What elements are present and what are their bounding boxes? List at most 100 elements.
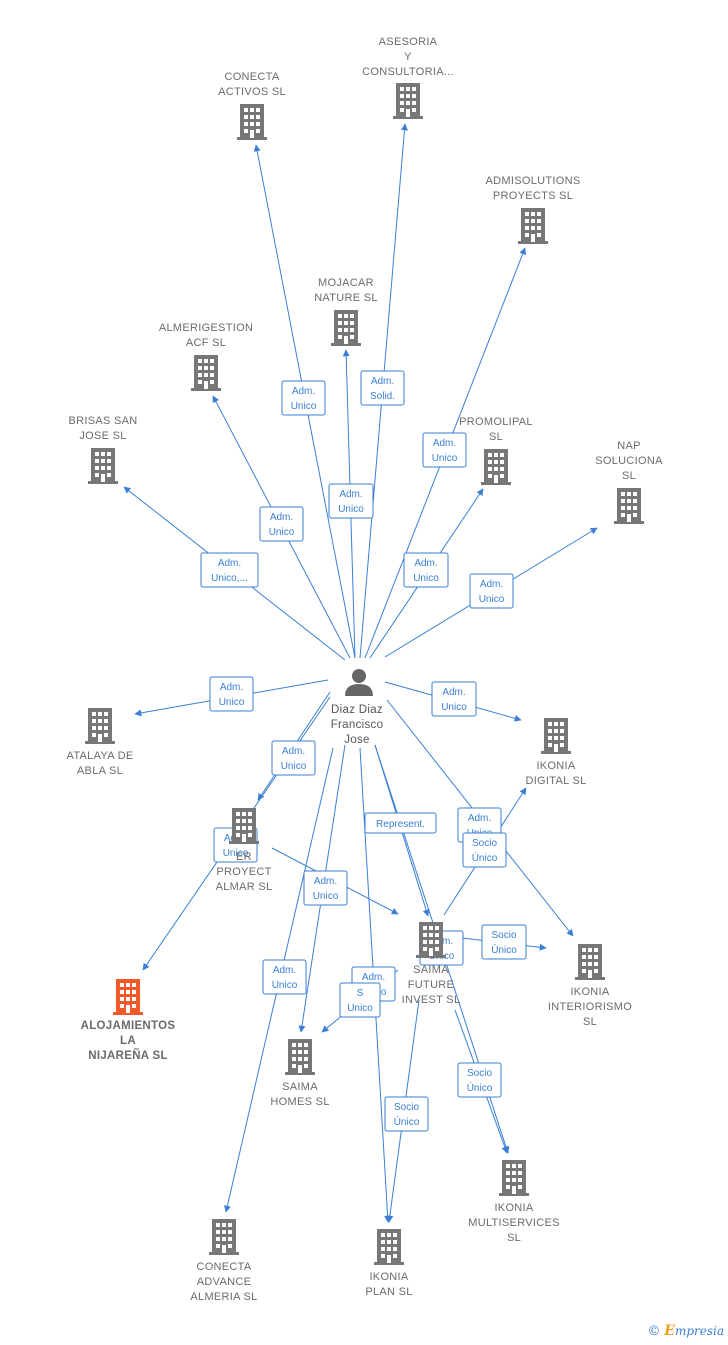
company-label: SAIMA — [282, 1081, 318, 1093]
company-label: PROMOLIPAL — [459, 416, 533, 428]
edge-label-9[interactable]: Adm.Unico — [431, 681, 477, 717]
edge-label-text: Adm. — [362, 972, 385, 983]
edge-label-4[interactable]: Adm.Unico — [259, 506, 304, 542]
building-icon — [85, 708, 115, 744]
company-node-atalaya[interactable]: ATALAYA DE ABLA SL — [67, 708, 134, 777]
empresia-watermark[interactable]: © Empresia — [647, 1323, 724, 1339]
edge-label-17[interactable]: Adm. Unico — [262, 959, 307, 995]
edge-label-11[interactable]: Represent. — [364, 812, 437, 834]
edge-label-text: Solid. — [370, 391, 395, 402]
edge-label-text: Único — [472, 851, 498, 864]
edge-label-box — [259, 506, 304, 542]
person-icon — [352, 669, 366, 683]
edge-label-8[interactable]: Adm.Unico — [209, 676, 254, 712]
company-label: ABLA SL — [77, 765, 123, 777]
edge-label-box — [200, 552, 259, 588]
company-label: ATALAYA DE — [67, 750, 134, 762]
edge-label-3[interactable]: Adm.Unico — [328, 483, 374, 519]
edge-label-text: Adm. — [292, 386, 315, 397]
building-icon — [575, 944, 605, 980]
company-node-asesoria[interactable]: ASESORIAYCONSULTORIA... — [362, 36, 454, 119]
company-label: PROYECT — [216, 866, 271, 878]
edge-label-10[interactable]: Adm.Unico — [271, 740, 316, 776]
building-icon — [237, 104, 267, 140]
edge-label-text: Adm. — [282, 746, 305, 757]
edge-label-text: Unico — [479, 594, 505, 605]
company-label: NATURE SL — [314, 292, 378, 304]
company-label: PROYECTS SL — [493, 190, 573, 202]
person-label: Jose — [344, 734, 370, 746]
company-label: JOSE SL — [79, 430, 126, 442]
company-label: IKONIA — [494, 1202, 533, 1214]
edge-label-5[interactable]: Adm.Unico,... — [200, 552, 259, 588]
company-label: NAP — [617, 440, 641, 452]
edge-label-box — [364, 812, 437, 834]
edge-labels-layer: Adm.UnicoAdm.Solid.Adm.UnicoAdm.UnicoAdm… — [200, 370, 527, 1132]
edge-label-text: Adm. — [270, 512, 293, 523]
edge-label-text: Unico — [313, 891, 339, 902]
edge-label-1[interactable]: Adm. Solid. — [360, 370, 405, 406]
edge-label-box — [481, 924, 527, 960]
building-icon — [285, 1039, 315, 1075]
company-label: ASESORIA — [379, 36, 438, 48]
edge-label-box — [469, 573, 514, 609]
edge-label-text: Único — [394, 1115, 420, 1128]
company-label: ACF SL — [186, 337, 226, 349]
edge-label-text: Unico — [291, 401, 317, 412]
edge-label-text: Adm. — [273, 965, 296, 976]
company-label: LA — [120, 1035, 136, 1047]
edge-label-16[interactable]: Adm. Unico — [303, 870, 348, 906]
company-label: MOJACAR — [318, 277, 374, 289]
company-label: IKONIA — [536, 760, 575, 772]
company-label: ADVANCE — [197, 1276, 251, 1288]
person-label: Francisco — [331, 719, 384, 731]
edge-label-text: Unico — [413, 573, 439, 584]
edge-label-text: S — [357, 988, 364, 999]
edge-label-6[interactable]: Adm.Unico — [403, 552, 449, 588]
edge-label-box — [303, 870, 348, 906]
edge-label-text: Unico — [219, 697, 245, 708]
company-label: IKONIA — [369, 1271, 408, 1283]
edge-label-box — [339, 982, 381, 1018]
building-icon — [614, 488, 644, 524]
company-label: SOLUCIONA — [595, 455, 663, 467]
company-label: Y — [404, 51, 412, 63]
company-label: ALMAR SL — [216, 881, 273, 893]
edge-label-box — [328, 483, 374, 519]
company-label: ALOJAMIENTOS — [81, 1020, 176, 1032]
copyright-icon: © — [647, 1324, 661, 1339]
edge-label-text: Unico — [272, 980, 298, 991]
edge-label-text: Adm. — [371, 376, 394, 387]
edge-label-2[interactable]: Adm.Unico — [422, 432, 467, 468]
company-node-mojacar[interactable]: MOJACAR NATURE SL — [314, 277, 378, 346]
edge-label-7[interactable]: Adm. Unico — [469, 573, 514, 609]
edge-label-box — [457, 1062, 502, 1098]
edge-label-0[interactable]: Adm. Unico — [281, 380, 326, 416]
edge-label-box — [209, 676, 254, 712]
edge-label-text: Adm. — [480, 579, 503, 590]
edge-label-text: Represent. — [376, 819, 425, 830]
edge-label-text: Unico — [441, 702, 467, 713]
edge-label-text: Adm. — [314, 876, 337, 887]
